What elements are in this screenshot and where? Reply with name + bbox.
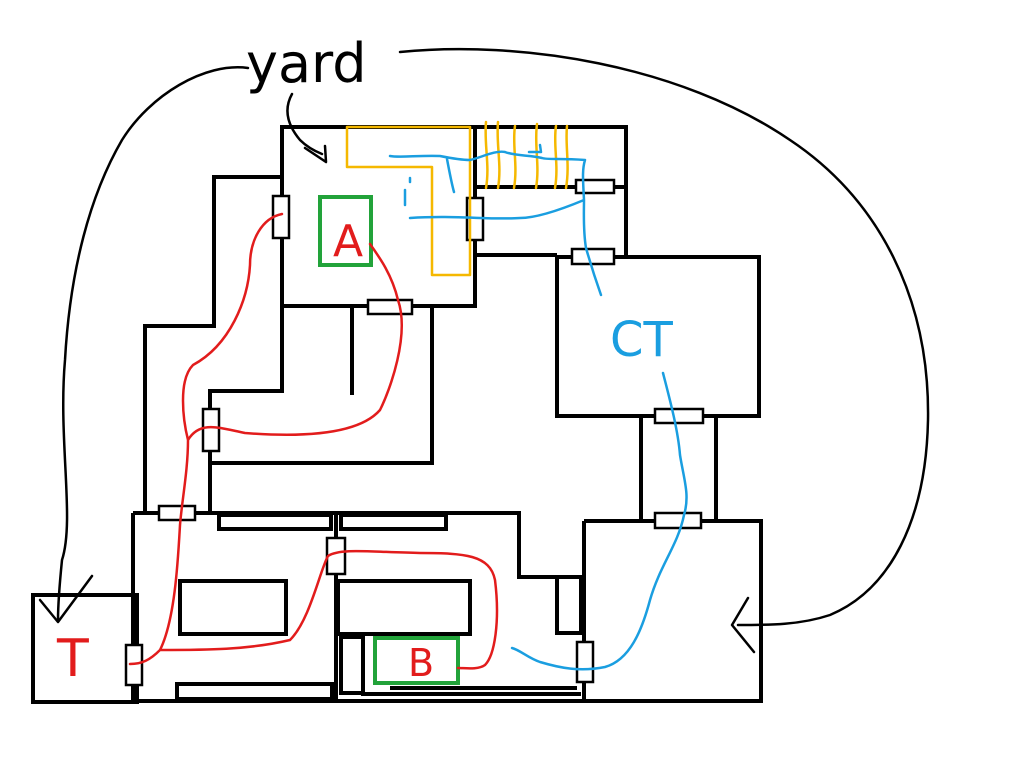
obstacle-bottom-pillar [339,635,365,695]
yard-corridor-top [475,125,628,255]
mid-inner-block [208,306,434,465]
door-mid-left [201,407,221,453]
map-walls [31,125,763,704]
obstacle-bottom-rail [361,637,581,696]
b-area-top [133,511,584,579]
site-b-box [373,636,460,685]
yard-to-b-arc [398,47,930,627]
ct-spawn-label: CT [610,312,674,368]
site-b-label: B [408,641,434,685]
site-a-box [318,195,373,267]
obstacle-top-left [217,513,333,531]
door-yard-right [574,178,616,195]
site-a-label: A [333,216,363,267]
door-connector-bottom [653,511,703,530]
obstacle-right-pillar [555,575,583,635]
obstacle-top-mid [339,513,448,531]
door-ct-bottom [653,407,705,425]
door-ct-top [570,247,616,266]
yard-to-t-head [38,574,94,624]
yard-to-t-arc [56,66,250,622]
door-b-right [575,640,595,684]
obstacle-left-box [178,579,288,636]
yard-label: yard [246,32,367,95]
t-spawn-label: T [56,629,89,689]
yard-pointer-head [303,144,328,164]
left-stepped-wall [143,175,282,513]
obstacle-bottom-left [175,682,334,701]
doors [124,178,705,687]
yard-highlight [345,120,569,277]
door-a-bottom [366,298,414,316]
obstacle-mid-box [336,579,472,636]
yard-outline [345,125,472,277]
annotation-arrows [38,47,930,654]
yard-to-b-head [730,596,756,654]
yard-pointer-line [286,92,324,156]
ct-route [388,143,688,671]
t-route [128,212,499,670]
door-b-top-left [157,504,197,522]
